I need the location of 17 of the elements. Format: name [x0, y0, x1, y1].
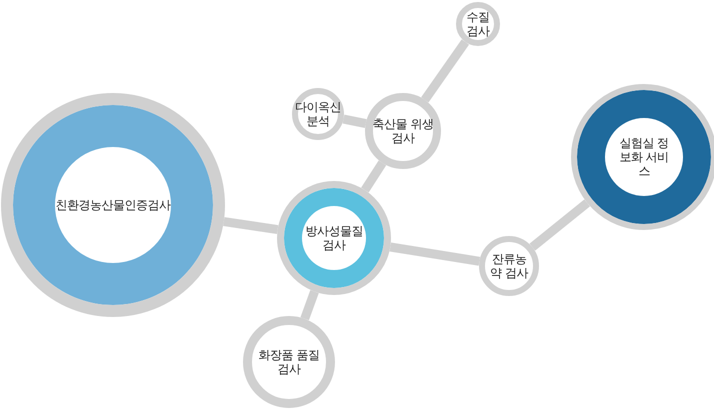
connector-line — [342, 114, 367, 128]
node-label: 화장품 품질 검사 — [258, 348, 320, 376]
connector-line — [530, 199, 590, 251]
connector-line — [421, 39, 470, 102]
node-label: 친환경농산물인증검사 — [54, 198, 172, 212]
connector-line — [361, 160, 386, 193]
connector-line — [300, 290, 319, 320]
node-label: 축산물 위생 검사 — [372, 117, 434, 145]
circle-node — [292, 88, 344, 140]
connector-line — [390, 242, 480, 266]
node-label: 방사성물질 검사 — [304, 224, 364, 252]
node-label: 잔류농약 검사 — [489, 252, 530, 280]
node-label: 다이옥신 분석 — [294, 100, 342, 128]
connector-line — [223, 217, 278, 234]
circle-node — [456, 2, 500, 46]
node-label: 실험실 정보화 서비스 — [618, 136, 670, 178]
node-label: 수질 검사 — [466, 10, 491, 38]
